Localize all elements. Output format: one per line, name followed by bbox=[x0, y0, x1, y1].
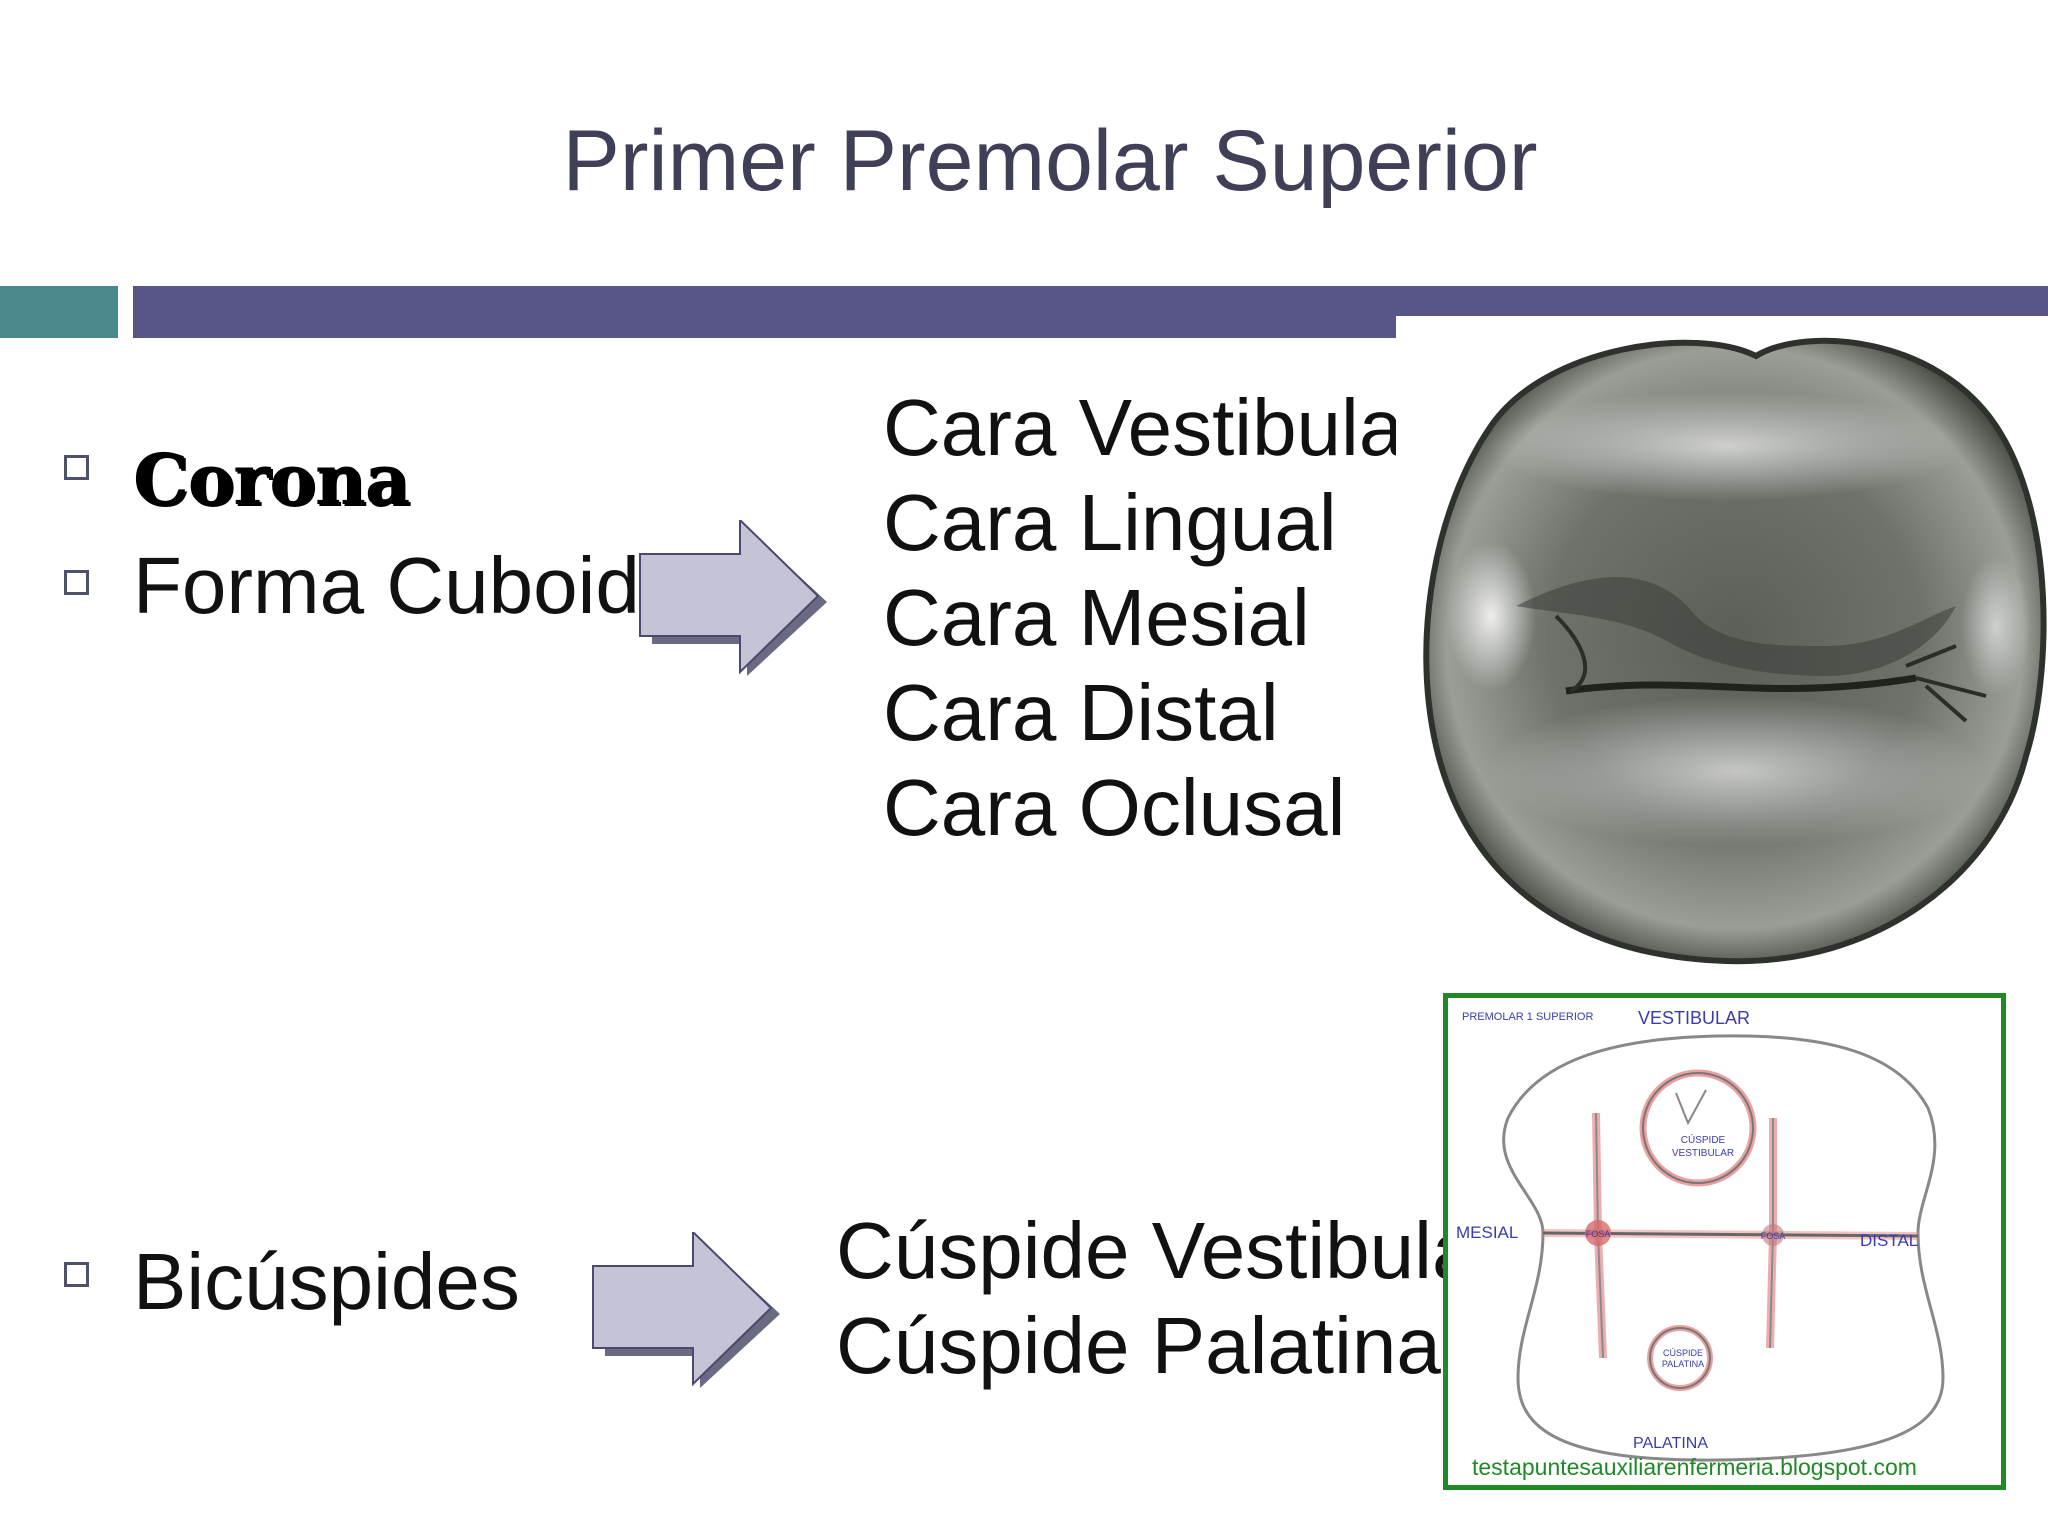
diagram-cusp-palatina-1: CÚSPIDE bbox=[1663, 1348, 1703, 1358]
bullet-square-icon bbox=[64, 1262, 89, 1287]
bullet-square-icon bbox=[64, 455, 89, 480]
diagram-cusp-vestibular-1: CÚSPIDE bbox=[1681, 1133, 1726, 1146]
face-distal: Cara Distal bbox=[883, 668, 1279, 757]
bullet-bicuspides: Bicúspides bbox=[133, 1237, 520, 1326]
bullet-forma-cuboide: Forma Cuboide bbox=[133, 541, 638, 630]
cusp-vestibular: Cúspide Vestibular bbox=[836, 1206, 1443, 1295]
diagram-label-palatina: PALATINA bbox=[1633, 1435, 1708, 1452]
diagram-cusp-vestibular-2: VESTIBULAR bbox=[1672, 1148, 1734, 1159]
diagram-source-url: testapuntesauxiliarenfermeria.blogspot.c… bbox=[1472, 1454, 1917, 1480]
diagram-label-distal: DISTAL bbox=[1860, 1231, 1918, 1250]
bullet-square-icon bbox=[64, 570, 89, 595]
premolar-sketch: FOSA FOSA CÚSPIDE VESTIBULAR CÚSPIDE PAL… bbox=[1456, 1008, 1945, 1480]
arrow-right-icon bbox=[639, 520, 827, 676]
diagram-fosa-left: FOSA bbox=[1586, 1229, 1611, 1239]
slide-title: Primer Premolar Superior bbox=[562, 113, 1538, 209]
diagram-heading: PREMOLAR 1 SUPERIOR bbox=[1462, 1011, 1593, 1023]
tooth-photo bbox=[1396, 316, 2048, 974]
tooth-occlusal-image bbox=[1423, 337, 2047, 965]
header-bar-accent bbox=[0, 286, 118, 338]
faces-list: Cara Vestibular Cara Lingual Cara Mesial… bbox=[883, 380, 1396, 860]
face-vestibular: Cara Vestibular bbox=[883, 383, 1396, 472]
diagram-label-mesial: MESIAL bbox=[1456, 1223, 1518, 1242]
face-lingual: Cara Lingual bbox=[883, 478, 1337, 567]
cusp-palatina: Cúspide Palatina bbox=[836, 1301, 1441, 1390]
face-mesial: Cara Mesial bbox=[883, 573, 1310, 662]
bullet-forma-clip: Forma Cuboide bbox=[133, 540, 638, 650]
premolar-diagram: FOSA FOSA CÚSPIDE VESTIBULAR CÚSPIDE PAL… bbox=[1443, 993, 2006, 1490]
diagram-fosa-right: FOSA bbox=[1761, 1231, 1786, 1241]
diagram-label-vestibular: VESTIBULAR bbox=[1638, 1008, 1750, 1028]
bullet-corona: Corona bbox=[133, 438, 410, 521]
arrow-right-icon bbox=[592, 1232, 780, 1388]
cusps-list: Cúspide Vestibular Cúspide Palatina bbox=[836, 1203, 1443, 1403]
diagram-cusp-palatina-2: PALATINA bbox=[1662, 1359, 1704, 1369]
face-oclusal: Cara Oclusal bbox=[883, 763, 1346, 852]
